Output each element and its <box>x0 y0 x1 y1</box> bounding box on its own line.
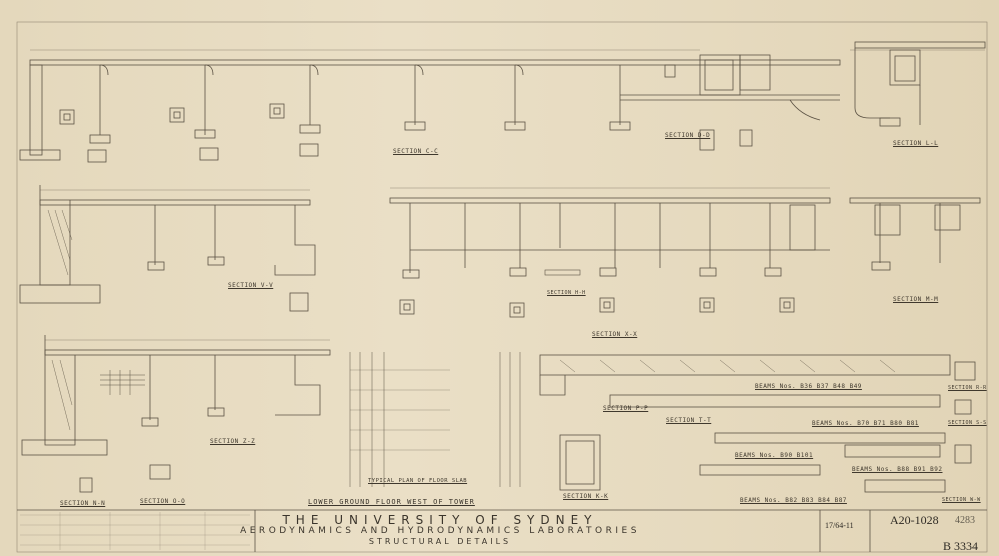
beams-label-1: BEAMS Nos. B36 B37 B48 B49 <box>755 383 862 390</box>
section-label-ll: SECTION L-L <box>893 140 939 147</box>
section-label-vv: SECTION V-V <box>228 282 274 289</box>
sheet-number: 4283 <box>955 515 975 526</box>
beams-label-2: BEAMS Nos. B70 B71 B80 B81 <box>812 420 919 427</box>
section-label-dd: SECTION D-D <box>665 132 711 139</box>
section-label-cc: SECTION C-C <box>393 148 439 155</box>
beams-label-4: BEAMS Nos. B88 B91 B92 <box>852 466 943 473</box>
section-label-nn: SECTION N-N <box>60 500 106 507</box>
section-label-tt: SECTION T-T <box>666 417 712 424</box>
section-label-ww: SECTION W-W <box>942 497 981 503</box>
section-label-rr: SECTION R-R <box>948 385 987 391</box>
beams-drawing <box>539 354 976 493</box>
drawing-number: A20-1028 <box>890 513 939 527</box>
section-ll-drawing <box>850 41 986 127</box>
archive-number: B 3334 <box>943 539 979 553</box>
section-vv-drawing <box>19 185 316 312</box>
title-laboratories: AERODYNAMICS AND HYDRODYNAMICS LABORATOR… <box>240 526 640 536</box>
beams-label-5: BEAMS Nos. B82 B83 B84 B87 <box>740 497 847 504</box>
title-structural-details: STRUCTURAL DETAILS <box>368 537 512 546</box>
section-label-kk: SECTION K-K <box>563 493 609 500</box>
small-reference-number: 17/64-11 <box>825 521 854 530</box>
section-zz-drawing <box>21 335 331 456</box>
section-label-zz: SECTION Z-Z <box>210 438 256 445</box>
section-label-ss: SECTION S-S <box>948 420 987 426</box>
title-university: THE UNIVERSITY OF SYDNEY <box>282 513 598 527</box>
section-label-hh: SECTION H-H <box>547 290 586 296</box>
floor-slab-plan-drawing <box>349 352 521 487</box>
section-label-xx: SECTION X-X <box>592 331 638 338</box>
section-label-pp: SECTION P-P <box>603 405 649 412</box>
section-label-oo: SECTION O-O <box>140 498 186 505</box>
section-xx-drawing <box>389 187 831 318</box>
section-label-mm: SECTION M-M <box>893 296 939 303</box>
floor-slab-label: TYPICAL PLAN OF FLOOR SLAB <box>368 478 468 484</box>
section-mm-drawing <box>849 197 981 271</box>
beams-label-3: BEAMS Nos. B90 B101 <box>735 452 814 459</box>
lower-ground-floor-label: LOWER GROUND FLOOR WEST OF TOWER <box>308 498 475 506</box>
section-cc-drawing <box>19 49 841 163</box>
